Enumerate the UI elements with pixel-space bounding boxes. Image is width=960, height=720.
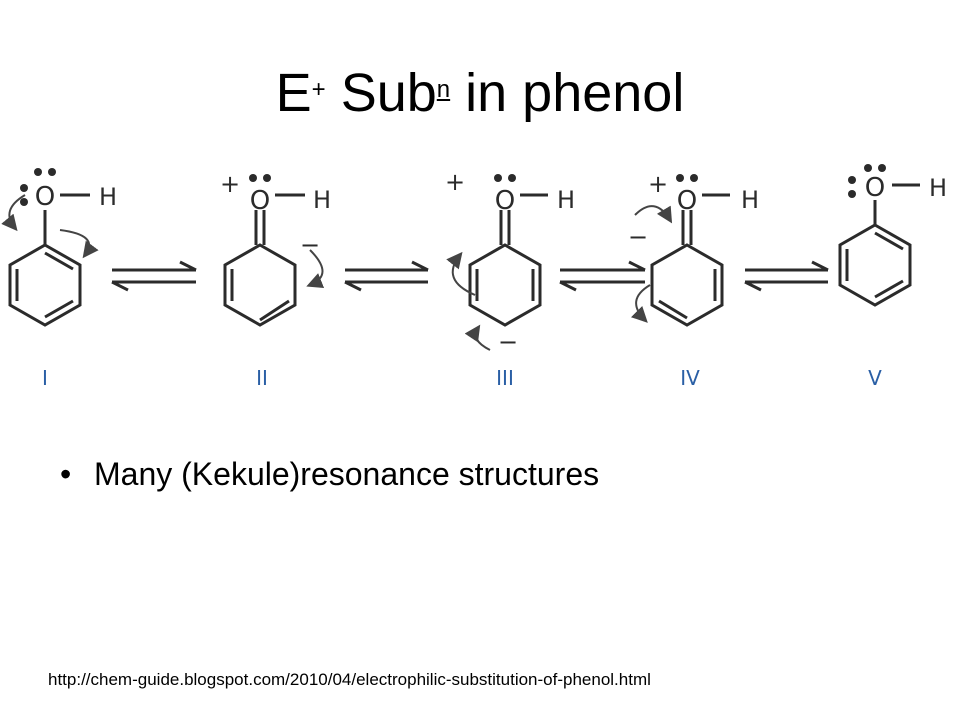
bullet-dot: •	[60, 456, 72, 492]
atom-oxygen-iii: O	[495, 186, 515, 216]
structure-iii	[446, 193, 548, 351]
title-charge: +	[311, 76, 326, 103]
resonance-diagram: O H − + O H + − O H	[1, 164, 947, 390]
structure-iv	[630, 193, 730, 327]
title-sub-n: n	[436, 76, 451, 103]
label-v: V	[868, 366, 882, 390]
structure-v	[838, 183, 920, 307]
label-iii: III	[496, 366, 514, 390]
structure-ii	[223, 193, 325, 327]
label-ii: II	[256, 366, 268, 390]
atom-hydrogen-i: H	[99, 183, 117, 211]
atom-oxygen-ii: O	[250, 186, 270, 216]
atom-oxygen-v: O	[865, 173, 885, 203]
label-i: I	[42, 366, 48, 390]
title-sub: Sub	[325, 63, 437, 123]
atom-hydrogen-iv: H	[741, 186, 759, 214]
atom-hydrogen-iii: H	[557, 186, 575, 214]
charge-minus-ii: −	[300, 231, 320, 259]
charge-minus-iv: −	[628, 223, 648, 251]
title-electrophile: E	[275, 63, 312, 123]
slide-title: E+ Subn in phenol	[0, 58, 960, 139]
bullet-point: • Many (Kekule)resonance structures	[60, 452, 599, 496]
bullet-text: Many (Kekule)resonance structures	[94, 456, 600, 492]
charge-plus-iv: +	[648, 170, 668, 198]
charge-minus-iii: −	[498, 328, 518, 356]
atom-hydrogen-v: H	[929, 174, 947, 202]
atom-oxygen-i: O	[35, 182, 55, 212]
atom-oxygen-iv: O	[677, 186, 697, 216]
atom-hydrogen-ii: H	[313, 186, 331, 214]
charge-plus-iii: +	[445, 168, 465, 196]
source-link[interactable]: http://chem-guide.blogspot.com/2010/04/e…	[48, 670, 651, 689]
structure-i	[1, 193, 99, 327]
charge-plus-ii: +	[220, 170, 240, 198]
label-iv: IV	[680, 366, 700, 390]
title-rest: in phenol	[450, 63, 685, 123]
